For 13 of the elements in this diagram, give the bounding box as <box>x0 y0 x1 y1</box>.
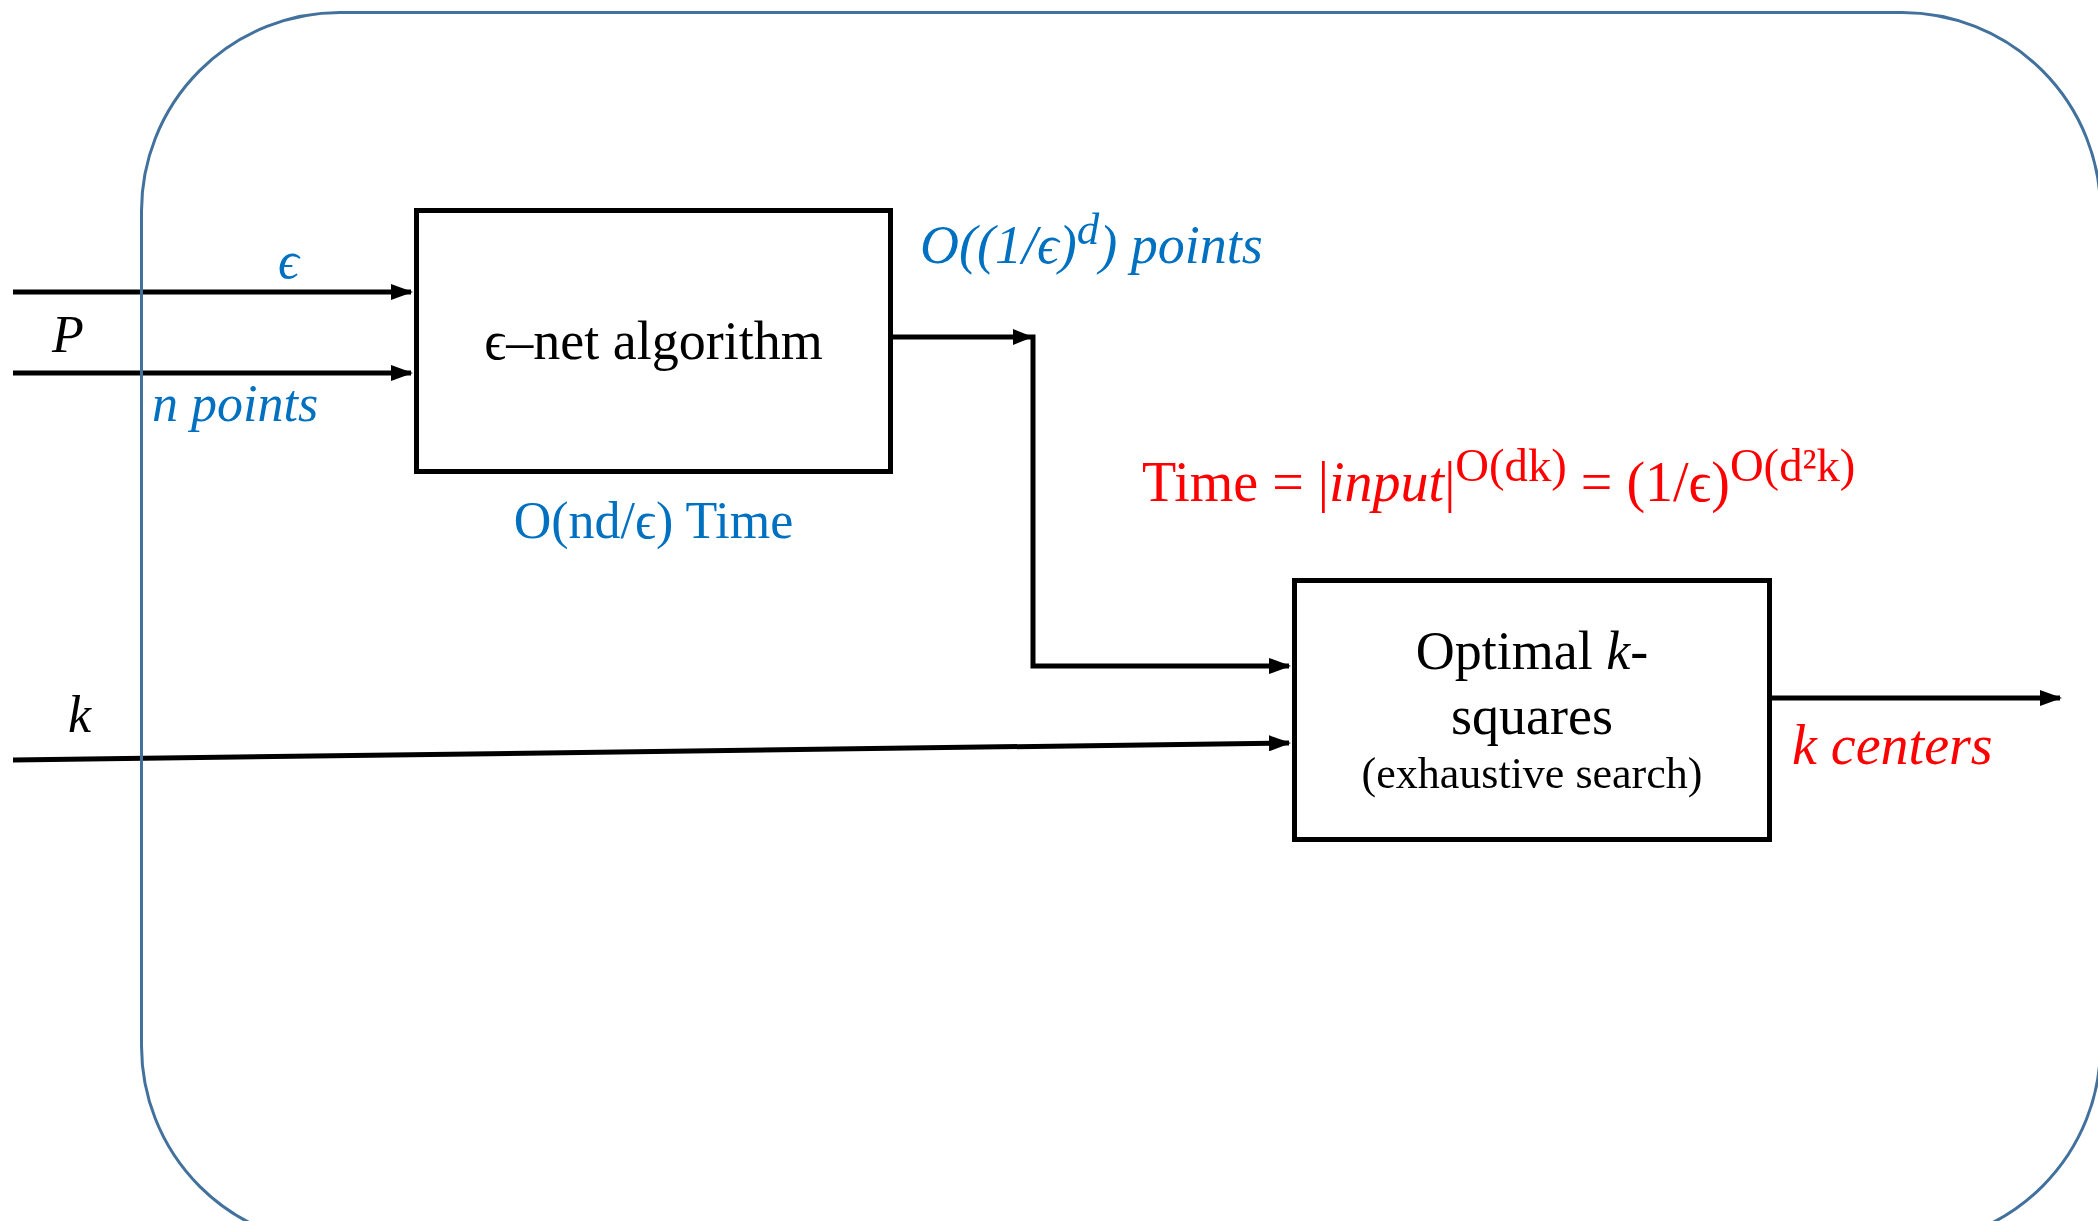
edge-label: O((1/ϵ)$^{d}$) points <box>920 205 1263 276</box>
box-text: ϵ–net algorithm <box>484 309 823 373</box>
edge-label: k centers <box>1792 715 1993 777</box>
time-formula: Time = |input|$^{O(dk)}$ = (1/ϵ)$^{O(d²k)}$ <box>1142 440 1856 514</box>
box-text: (exhaustive search) <box>1361 748 1703 801</box>
process-box <box>1292 578 1772 842</box>
input-note: n points <box>152 375 319 433</box>
edge-label: ϵ <box>278 232 299 290</box>
edge-label: P <box>52 306 84 364</box>
rounded-frame <box>140 11 2098 1221</box>
box-text: Optimal k-squares <box>1414 619 1650 748</box>
time-note: O(nd/ϵ) Time <box>512 491 795 550</box>
edge-label: k <box>68 686 92 744</box>
